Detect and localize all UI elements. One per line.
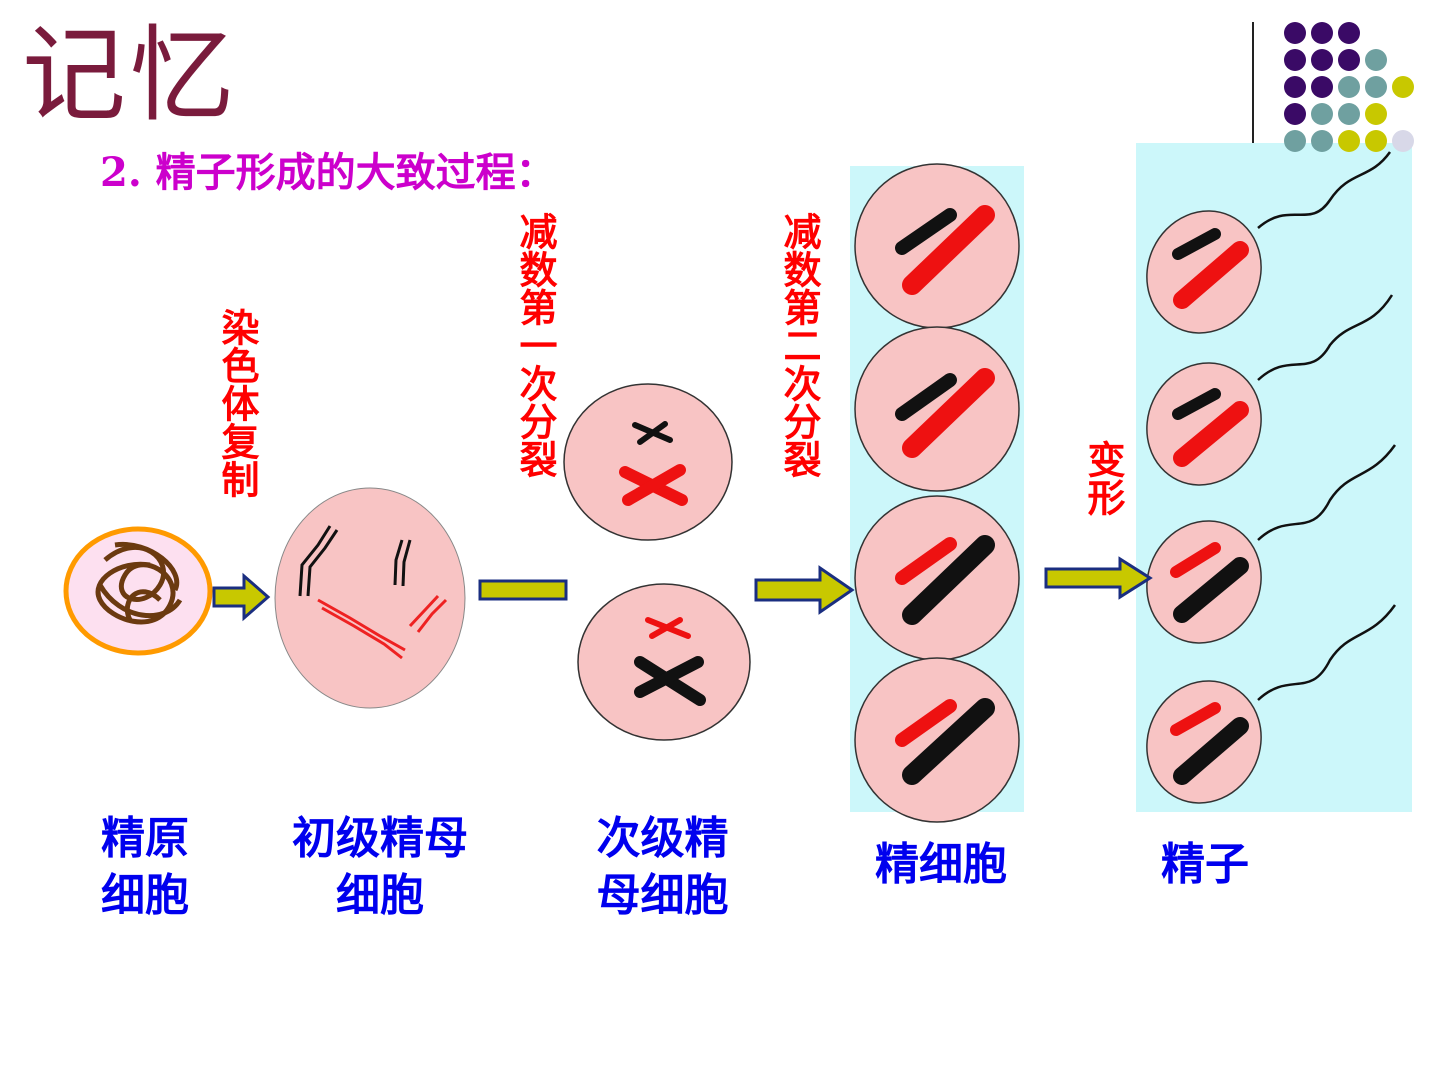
secondary-spermatocyte-cell-2 — [577, 583, 751, 741]
decor-dot — [1365, 49, 1387, 71]
decor-dot — [1284, 130, 1306, 152]
spermatogonium-cell — [63, 526, 213, 656]
decor-dot — [1311, 103, 1333, 125]
decor-dot — [1284, 103, 1306, 125]
stage-spermatogonium: 精原细胞 — [101, 813, 189, 922]
spermatid-cell-1 — [854, 163, 1020, 329]
stage-secondary-spermatocyte: 次级精母细胞 — [596, 813, 729, 922]
stage-spermatid: 精细胞 — [875, 839, 1007, 890]
decor-divider — [1252, 22, 1254, 152]
arrow-meiosis-1 — [478, 579, 568, 601]
decor-dot — [1338, 22, 1360, 44]
decor-dot — [1338, 76, 1360, 98]
arrow-transformation — [1044, 556, 1153, 600]
stage-sperm: 精子 — [1161, 839, 1249, 890]
decor-dot — [1365, 130, 1387, 152]
secondary-spermatocyte-cell-1 — [563, 383, 733, 541]
decor-dot — [1338, 130, 1360, 152]
label-replication: 染色体复制 — [215, 308, 260, 498]
slide-subtitle: 2. 精子形成的大致过程： — [100, 149, 556, 196]
spermatid-cell-2 — [854, 326, 1020, 492]
slide-title: 记忆 — [22, 14, 239, 136]
arrow-replication — [212, 572, 271, 622]
sperm-cell-3 — [1146, 444, 1397, 644]
primary-spermatocyte-cell — [274, 487, 466, 709]
decor-dot — [1284, 49, 1306, 71]
decor-dot — [1392, 130, 1414, 152]
decor-dot — [1365, 103, 1387, 125]
stage-primary-spermatocyte: 初级精母细胞 — [292, 813, 468, 922]
label-meiosis-2: 减数第二次分裂 — [777, 212, 822, 478]
label-transformation: 变形 — [1081, 440, 1126, 516]
decor-dot — [1311, 130, 1333, 152]
decor-dot — [1284, 22, 1306, 44]
decor-dot — [1311, 22, 1333, 44]
decor-dot — [1311, 49, 1333, 71]
decor-dot — [1365, 76, 1387, 98]
spermatid-cell-3 — [854, 495, 1020, 661]
decor-dot — [1311, 76, 1333, 98]
decor-dot — [1284, 76, 1306, 98]
arrow-meiosis-2 — [754, 565, 855, 615]
decor-dot — [1338, 103, 1360, 125]
sperm-cell-2 — [1146, 294, 1394, 486]
decor-dot — [1392, 76, 1414, 98]
label-meiosis-1: 减数第一次分裂 — [513, 212, 558, 478]
spermatid-cell-4 — [854, 657, 1020, 823]
sperm-cell-1 — [1146, 151, 1392, 334]
decor-dot — [1338, 49, 1360, 71]
sperm-cell-4 — [1146, 604, 1397, 804]
